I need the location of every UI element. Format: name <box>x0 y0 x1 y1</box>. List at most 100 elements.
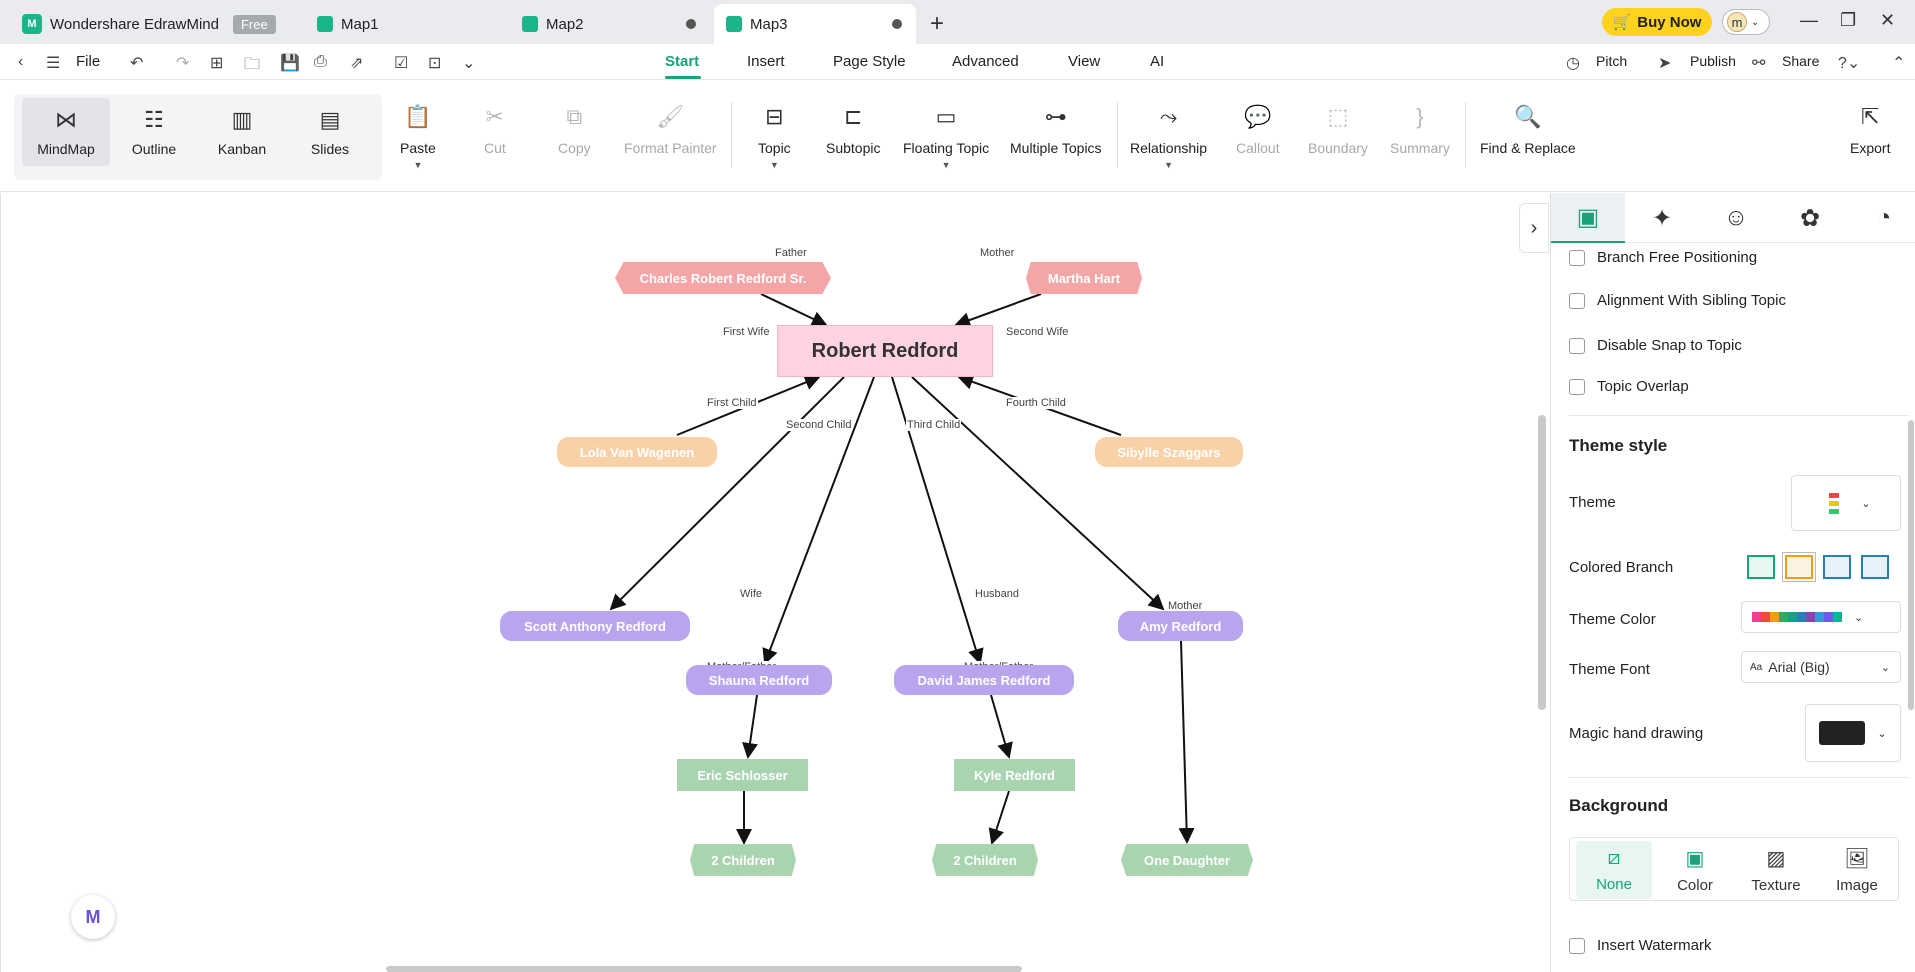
clipart-tab-icon[interactable]: ✿ <box>1799 204 1821 232</box>
restore-icon[interactable]: ❐ <box>1840 10 1857 30</box>
open-folder-icon[interactable]: 🗀 <box>244 56 261 73</box>
bg-texture-option[interactable]: ▨Texture <box>1738 841 1814 899</box>
floating-topic-button[interactable]: ▭Floating Topic▼ <box>903 104 989 170</box>
find-replace-button[interactable]: 🔍Find & Replace <box>1480 104 1576 156</box>
bg-image-option[interactable]: 🖼Image <box>1819 841 1895 899</box>
callout-button[interactable]: 💬Callout <box>1236 104 1280 156</box>
redo-icon[interactable]: ↷ <box>176 55 190 72</box>
page-format-tab-icon[interactable]: ▣ <box>1551 193 1625 243</box>
tab-insert[interactable]: Insert <box>747 53 785 70</box>
unsaved-dot-icon[interactable] <box>686 19 696 29</box>
node-kyle-redford[interactable]: Kyle Redford <box>954 759 1075 791</box>
tab-map2[interactable]: Map2 <box>510 4 710 44</box>
bg-color-option[interactable]: ▣Color <box>1657 841 1733 899</box>
cut-button[interactable]: ✂Cut <box>484 104 506 156</box>
app-tab[interactable]: M Wondershare EdrawMind Free <box>10 4 288 44</box>
topic-button[interactable]: ⊟Topic▼ <box>758 104 791 170</box>
alignment-with-sibling-checkbox[interactable]: Alignment With Sibling Topic <box>1569 292 1786 309</box>
magic-hand-drawing-dropdown[interactable]: ⌄ <box>1805 704 1901 762</box>
back-icon[interactable]: ‹ <box>18 53 24 70</box>
panel-vertical-scrollbar[interactable] <box>1908 420 1914 710</box>
hamburger-icon[interactable]: ☰ <box>46 55 61 72</box>
node-root-robert-redford[interactable]: Robert Redford <box>777 325 993 377</box>
help-icon[interactable]: ?⌄ <box>1838 55 1861 72</box>
node-martha-hart[interactable]: Martha Hart <box>1026 262 1142 294</box>
branch-style-option-2[interactable] <box>1782 552 1816 582</box>
node-scott-anthony-redford[interactable]: Scott Anthony Redford <box>500 611 690 641</box>
share-button[interactable]: Share <box>1782 53 1820 69</box>
collapse-panel-chevron-icon[interactable]: › <box>1519 203 1549 253</box>
checkbox-box[interactable] <box>1569 378 1585 395</box>
view-kanban-button[interactable]: ▥Kanban <box>198 98 286 166</box>
summary-button[interactable]: }Summary <box>1390 104 1450 156</box>
canvas-horizontal-scrollbar[interactable] <box>386 966 1022 972</box>
tab-ai[interactable]: AI <box>1150 53 1165 70</box>
checkbox-box[interactable] <box>1569 292 1585 309</box>
node-amy-redford[interactable]: Amy Redford <box>1118 611 1243 641</box>
view-mindmap-button[interactable]: ⋈MindMap <box>22 98 110 166</box>
unsaved-dot-icon[interactable] <box>892 19 902 29</box>
print-icon[interactable]: ⎙ <box>314 53 327 70</box>
tab-map1[interactable]: Map1 <box>305 4 505 44</box>
node-two-children-a[interactable]: 2 Children <box>690 844 796 876</box>
avatar[interactable]: m⌄ <box>1722 9 1770 35</box>
ai-assistant-icon[interactable]: M <box>71 895 115 939</box>
node-lola-van-wagenen[interactable]: Lola Van Wagenen <box>557 437 717 467</box>
export-quick-icon[interactable]: ⇗ <box>350 55 364 72</box>
format-painter-button[interactable]: 🖌Format Painter <box>624 104 717 156</box>
mark-tab-icon[interactable]: ☺ <box>1723 204 1749 231</box>
save-as-icon[interactable]: ⊡ <box>428 55 442 72</box>
canvas-vertical-scrollbar[interactable] <box>1538 415 1546 710</box>
customize-toolbar-icon[interactable]: ⌄ <box>462 55 476 72</box>
branch-free-positioning-checkbox[interactable]: Branch Free Positioning <box>1569 249 1757 266</box>
checkbox-box[interactable] <box>1569 249 1585 266</box>
mindmap-canvas[interactable]: Father Mother First Wife Second Wife Fir… <box>0 193 1549 972</box>
view-slides-button[interactable]: ▤Slides <box>286 98 374 166</box>
node-one-daughter[interactable]: One Daughter <box>1121 844 1253 876</box>
publish-button[interactable]: Publish <box>1690 53 1736 69</box>
node-eric-schlosser[interactable]: Eric Schlosser <box>677 759 808 791</box>
checkbox-box[interactable] <box>1569 337 1585 354</box>
new-tab-plus-icon[interactable]: + <box>930 10 945 37</box>
ai-sparkle-tab-icon[interactable]: ✦ <box>1651 204 1673 232</box>
node-shauna-redford[interactable]: Shauna Redford <box>686 665 832 695</box>
tab-map3[interactable]: Map3 <box>714 4 916 44</box>
close-icon[interactable]: ✕ <box>1880 10 1896 30</box>
subtopic-button[interactable]: ⊏Subtopic <box>826 104 880 156</box>
topic-overlap-checkbox[interactable]: Topic Overlap <box>1569 378 1689 395</box>
new-file-icon[interactable]: ⊞ <box>210 55 224 72</box>
branch-style-option-3[interactable] <box>1823 555 1851 579</box>
save-icon[interactable]: 💾 <box>280 55 300 72</box>
multiple-topics-button[interactable]: ⊶Multiple Topics <box>1010 104 1102 156</box>
node-charles-robert-redford-sr[interactable]: Charles Robert Redford Sr. <box>615 262 831 294</box>
bg-none-option[interactable]: ⧄None <box>1576 841 1652 899</box>
export-button[interactable]: ⇱Export <box>1850 104 1890 156</box>
theme-font-dropdown[interactable]: Aa Arial (Big) ⌄ <box>1741 651 1901 683</box>
theme-color-dropdown[interactable]: ⌄ <box>1741 601 1901 633</box>
file-menu[interactable]: File <box>76 53 101 70</box>
relationship-button[interactable]: ⤳Relationship▼ <box>1130 104 1207 170</box>
boundary-button[interactable]: ⬚Boundary <box>1308 104 1368 156</box>
node-two-children-b[interactable]: 2 Children <box>932 844 1038 876</box>
collapse-ribbon-icon[interactable]: ⌃ <box>1892 55 1906 72</box>
tab-start[interactable]: Start <box>665 53 700 70</box>
buy-now-button[interactable]: 🛒Buy Now <box>1602 8 1712 36</box>
pitch-button[interactable]: Pitch <box>1596 53 1628 69</box>
history-tab-icon[interactable]: ◔ <box>1876 204 1892 231</box>
view-outline-button[interactable]: ☷Outline <box>110 98 198 166</box>
insert-watermark-checkbox[interactable]: Insert Watermark <box>1569 937 1711 954</box>
undo-icon[interactable]: ↶ <box>130 55 144 72</box>
minimize-icon[interactable]: — <box>1800 10 1818 30</box>
tab-view[interactable]: View <box>1068 53 1101 70</box>
disable-snap-checkbox[interactable]: Disable Snap to Topic <box>1569 337 1742 354</box>
checkbox-box[interactable] <box>1569 937 1585 954</box>
copy-button[interactable]: ⧉Copy <box>558 104 591 156</box>
node-david-james-redford[interactable]: David James Redford <box>894 665 1074 695</box>
tab-page-style[interactable]: Page Style <box>833 53 906 70</box>
paste-button[interactable]: 📋Paste▼ <box>400 104 436 170</box>
check-icon[interactable]: ☑ <box>394 55 409 72</box>
tab-advanced[interactable]: Advanced <box>952 53 1019 70</box>
node-sibylle-szaggars[interactable]: Sibylle Szaggars <box>1095 437 1243 467</box>
branch-style-option-1[interactable] <box>1747 555 1775 579</box>
branch-style-option-4[interactable] <box>1861 555 1889 579</box>
